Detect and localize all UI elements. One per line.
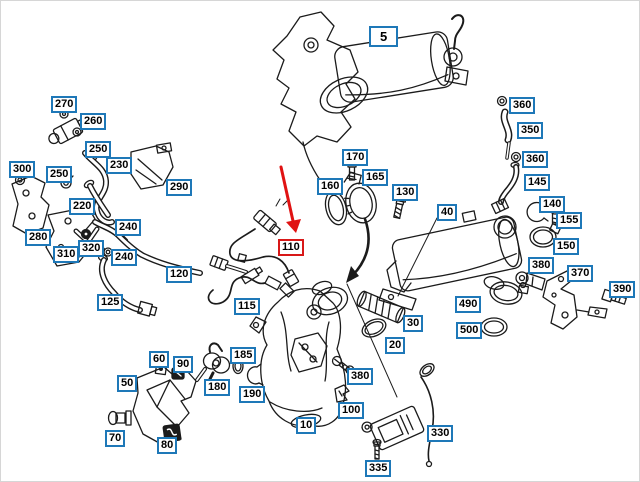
part-label-280[interactable]: 280 — [25, 229, 52, 246]
part-label-360[interactable]: 360 — [522, 151, 549, 168]
turbo-downpipe-10-drawing — [249, 280, 363, 429]
part-label-30[interactable]: 30 — [403, 315, 424, 332]
part-label-70[interactable]: 70 — [105, 430, 126, 447]
black-arrow — [346, 217, 398, 398]
part-label-320[interactable]: 320 — [78, 240, 105, 257]
part-label-360[interactable]: 360 — [509, 97, 536, 114]
part-label-110[interactable]: 110 — [278, 239, 304, 256]
part-label-150[interactable]: 150 — [553, 238, 580, 255]
part-label-240[interactable]: 240 — [111, 249, 138, 266]
part-label-10[interactable]: 10 — [296, 417, 317, 434]
part-label-80[interactable]: 80 — [157, 437, 178, 454]
part-label-310[interactable]: 310 — [53, 246, 80, 263]
part-label-250[interactable]: 250 — [85, 141, 112, 158]
bottom-left-parts-drawing — [107, 342, 264, 445]
part-label-20[interactable]: 20 — [385, 337, 406, 354]
sensor-harness-115-drawing — [207, 266, 295, 305]
part-label-240[interactable]: 240 — [115, 219, 142, 236]
part-label-370[interactable]: 370 — [567, 265, 594, 282]
part-label-140[interactable]: 140 — [539, 196, 566, 213]
part-label-490[interactable]: 490 — [455, 296, 482, 313]
part-label-185[interactable]: 185 — [230, 347, 257, 364]
part-label-160[interactable]: 160 — [317, 178, 344, 195]
part-label-5[interactable]: 5 — [369, 26, 399, 47]
part-label-120[interactable]: 120 — [166, 266, 193, 283]
part-label-380[interactable]: 380 — [528, 257, 555, 274]
part-label-50[interactable]: 50 — [117, 375, 138, 392]
part-label-260[interactable]: 260 — [80, 113, 107, 130]
oxygen-sensor-110-drawing — [229, 198, 300, 287]
part-label-145[interactable]: 145 — [524, 174, 551, 191]
part-label-330[interactable]: 330 — [427, 425, 454, 442]
part-label-390[interactable]: 390 — [609, 281, 636, 298]
part-label-155[interactable]: 155 — [556, 212, 583, 229]
part-label-130[interactable]: 130 — [392, 184, 419, 201]
left-hoses-brackets-drawing — [11, 109, 248, 317]
part-label-125[interactable]: 125 — [97, 294, 124, 311]
nox-sensor-330-drawing — [361, 363, 435, 468]
part-label-250[interactable]: 250 — [46, 166, 73, 183]
part-label-350[interactable]: 350 — [517, 122, 544, 139]
part-label-115[interactable]: 115 — [234, 298, 260, 315]
part-label-335[interactable]: 335 — [365, 460, 392, 477]
red-arrow — [279, 165, 301, 233]
part-label-100[interactable]: 100 — [338, 402, 365, 419]
part-label-500[interactable]: 500 — [456, 322, 483, 339]
part-label-190[interactable]: 190 — [239, 386, 266, 403]
part-label-290[interactable]: 290 — [166, 179, 193, 196]
part-label-165[interactable]: 165 — [362, 169, 389, 186]
part-label-230[interactable]: 230 — [106, 157, 133, 174]
part-label-300[interactable]: 300 — [9, 161, 36, 178]
part-label-90[interactable]: 90 — [173, 356, 194, 373]
part-label-220[interactable]: 220 — [69, 198, 96, 215]
part-label-60[interactable]: 60 — [149, 351, 170, 368]
part-label-170[interactable]: 170 — [342, 149, 369, 166]
part-label-380[interactable]: 380 — [347, 368, 374, 385]
part-label-180[interactable]: 180 — [204, 379, 231, 396]
part-label-270[interactable]: 270 — [51, 96, 78, 113]
catalytic-converter-5-drawing — [272, 11, 469, 181]
part-label-40[interactable]: 40 — [437, 204, 458, 221]
